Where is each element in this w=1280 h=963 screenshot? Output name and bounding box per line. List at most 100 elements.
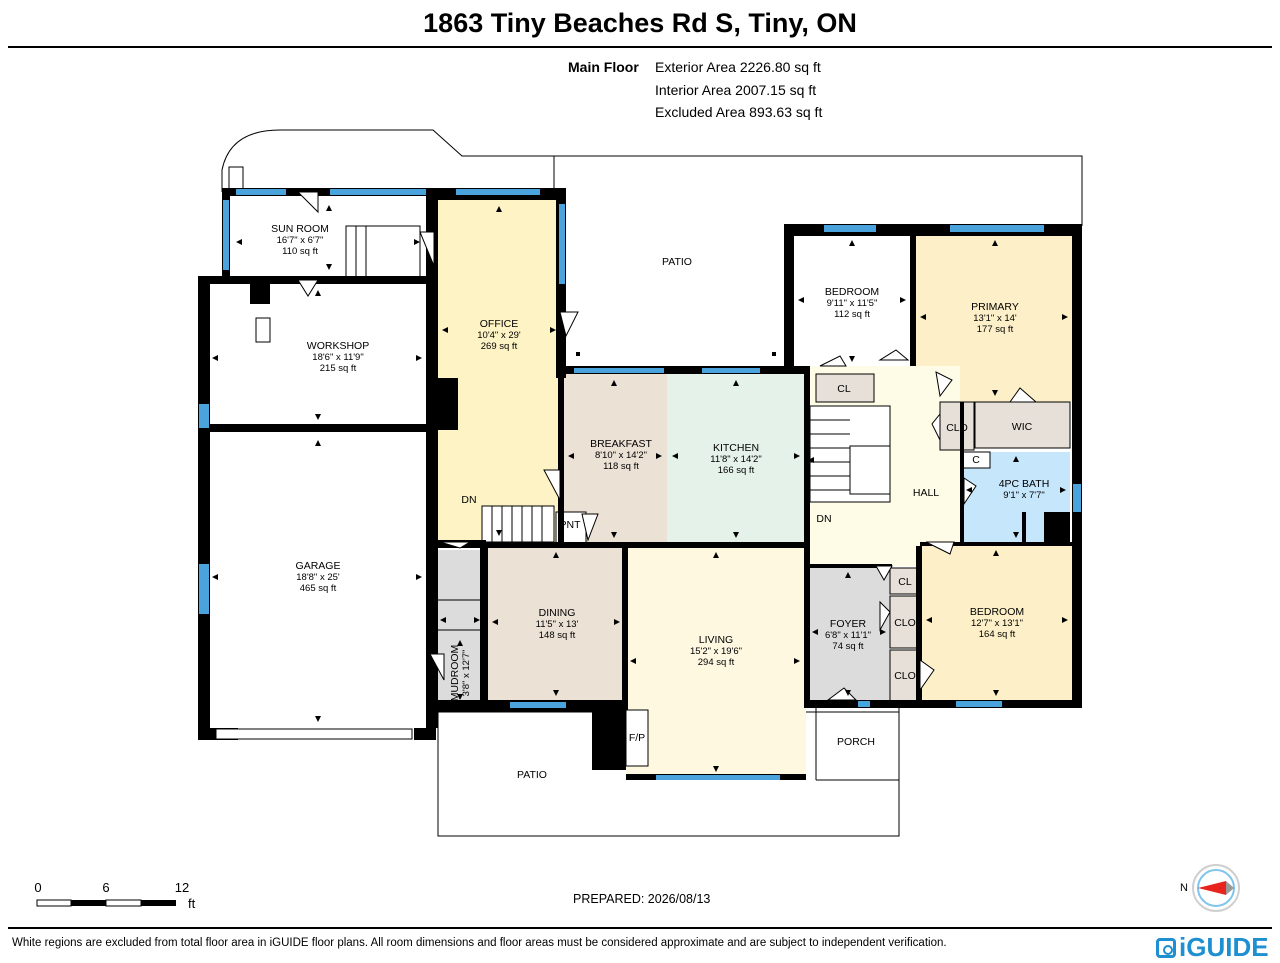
windows: [199, 189, 1081, 780]
stairs-sunroom: [345, 225, 421, 279]
bath-name: 4PC BATH: [999, 478, 1050, 490]
workshop-fixture: [255, 317, 271, 343]
foyer-cl: [889, 567, 921, 595]
wic-label: WIC: [1012, 421, 1033, 433]
bath-dims: 9'1" x 7'7": [1003, 490, 1045, 501]
mudroom-fill: [438, 550, 484, 708]
cl-label-hall: CL: [837, 383, 851, 395]
garage-area: 465 sq ft: [300, 583, 337, 594]
floor-label: Main Floor: [568, 59, 639, 75]
foyer-area: 74 sq ft: [832, 641, 864, 652]
brand-text: iGUIDE: [1179, 932, 1269, 962]
dining-fill: [488, 548, 624, 702]
iguide-logo-icon: [1156, 937, 1176, 958]
scale-seg-1: [36, 899, 72, 907]
bedroom1-name: BEDROOM: [825, 286, 879, 298]
compass-needle-tail: [1226, 881, 1234, 895]
hall-label: HALL: [913, 487, 939, 499]
dining-area: 148 sq ft: [539, 630, 576, 641]
walls: [198, 188, 1082, 780]
wic-fill: [974, 401, 1071, 449]
brand-logo: iGUIDE: [1156, 932, 1269, 963]
workshop-name: WORKSHOP: [307, 340, 369, 352]
kitchen-area: 166 sq ft: [718, 465, 755, 476]
breakfast-dims: 8'10" x 14'2": [595, 450, 647, 461]
bedroom1-dims: 9'11" x 11'5": [827, 298, 878, 309]
kitchen-dims: 11'8" x 14'2": [710, 454, 761, 465]
living-name: LIVING: [699, 634, 733, 646]
pnt-label: PNT: [560, 519, 582, 531]
living-fill: [626, 548, 806, 778]
clo-label-primary: CLO: [946, 422, 968, 434]
title-divider: [8, 46, 1272, 48]
dn-label-hall: DN: [816, 513, 831, 525]
detail-lines: [436, 156, 900, 836]
scale-seg-4: [141, 900, 176, 906]
office-area: 269 sq ft: [481, 341, 518, 352]
office-name: OFFICE: [480, 318, 519, 330]
foyer-clo1: [889, 595, 921, 649]
exterior-area: Exterior Area 2226.80 sq ft: [655, 59, 821, 75]
dn-label-office: DN: [461, 494, 476, 506]
scale-tick-12: 12: [175, 880, 189, 895]
scale-unit: ft: [188, 896, 196, 911]
garage-name: GARAGE: [296, 560, 341, 572]
c-label-bath: C: [972, 454, 980, 466]
breakfast-area: 118 sq ft: [603, 461, 639, 472]
kitchen-fill: [667, 374, 804, 544]
deck-post: [228, 166, 244, 190]
garage-dims: 18'8" x 25': [296, 572, 340, 583]
primary-dims: 13'1" x 14': [973, 313, 1017, 324]
excluded-area: Excluded Area 893.63 sq ft: [655, 104, 823, 120]
living-area: 294 sq ft: [698, 657, 735, 668]
primary-area: 177 sq ft: [977, 324, 1014, 335]
footer-disclaimer: White regions are excluded from total fl…: [12, 937, 947, 949]
primary-name: PRIMARY: [971, 301, 1019, 313]
compass-needle-icon: [1198, 881, 1226, 895]
clo-label-foyer1: CLO: [894, 617, 916, 629]
patio-marker-right: [772, 352, 776, 356]
office-fill: [437, 200, 561, 545]
bedroom1-area: 112 sq ft: [834, 309, 870, 320]
scale-tick-6: 6: [102, 880, 109, 895]
sunroom-area: 110 sq ft: [282, 246, 318, 257]
mudroom-name: MUDROOM: [449, 645, 461, 702]
stairs-office: [481, 505, 555, 543]
scale-bar: 0 6 12 ft: [34, 880, 196, 911]
living-dims: 15'2" x 19'6": [690, 646, 742, 657]
sunroom-deck-outline: [221, 129, 1083, 226]
patio-top-label: PATIO: [662, 256, 692, 268]
fp-label: F/P: [629, 732, 645, 744]
dining-dims: 11'5" x 13': [536, 619, 579, 630]
foyer-dims: 6'8" x 11'1": [825, 630, 871, 641]
interior-area: Interior Area 2007.15 sq ft: [655, 81, 817, 98]
bedroom2-name: BEDROOM: [970, 606, 1024, 618]
bedroom2-fill: [922, 546, 1072, 702]
scale-seg-2: [71, 900, 106, 906]
workshop-dims: 18'6" x 11'9": [312, 352, 363, 363]
door-swings: [296, 191, 1038, 701]
breakfast-name: BREAKFAST: [590, 438, 652, 450]
patio-bottom-label: PATIO: [517, 769, 547, 781]
stairs-hall: [809, 405, 891, 503]
kitchen-name: KITCHEN: [713, 442, 759, 454]
clo-label-foyer2: CLO: [894, 670, 916, 682]
bedroom2-area: 164 sq ft: [979, 629, 1016, 640]
scale-seg-3: [105, 899, 142, 907]
prepared-date: PREPARED: 2026/08/13: [573, 892, 711, 906]
workshop-area: 215 sq ft: [320, 363, 357, 374]
dining-name: DINING: [539, 607, 576, 619]
porch-label: PORCH: [837, 736, 875, 748]
scale-tick-0: 0: [34, 880, 41, 895]
clo-fill: [939, 401, 975, 451]
cl-label-foyer: CL: [898, 576, 912, 588]
dimension-arrows: [212, 205, 1068, 772]
footer-divider: [8, 927, 1272, 929]
sunroom-name: SUN ROOM: [271, 223, 329, 235]
area-values: Exterior Area 2226.80 sq ft Interior Are…: [655, 56, 822, 124]
compass: N: [1180, 864, 1240, 912]
foyer-fill: [808, 568, 890, 702]
office-dims: 10'4" x 29': [477, 330, 521, 341]
sunroom-dims: 16'7" x 6'7": [277, 235, 324, 246]
